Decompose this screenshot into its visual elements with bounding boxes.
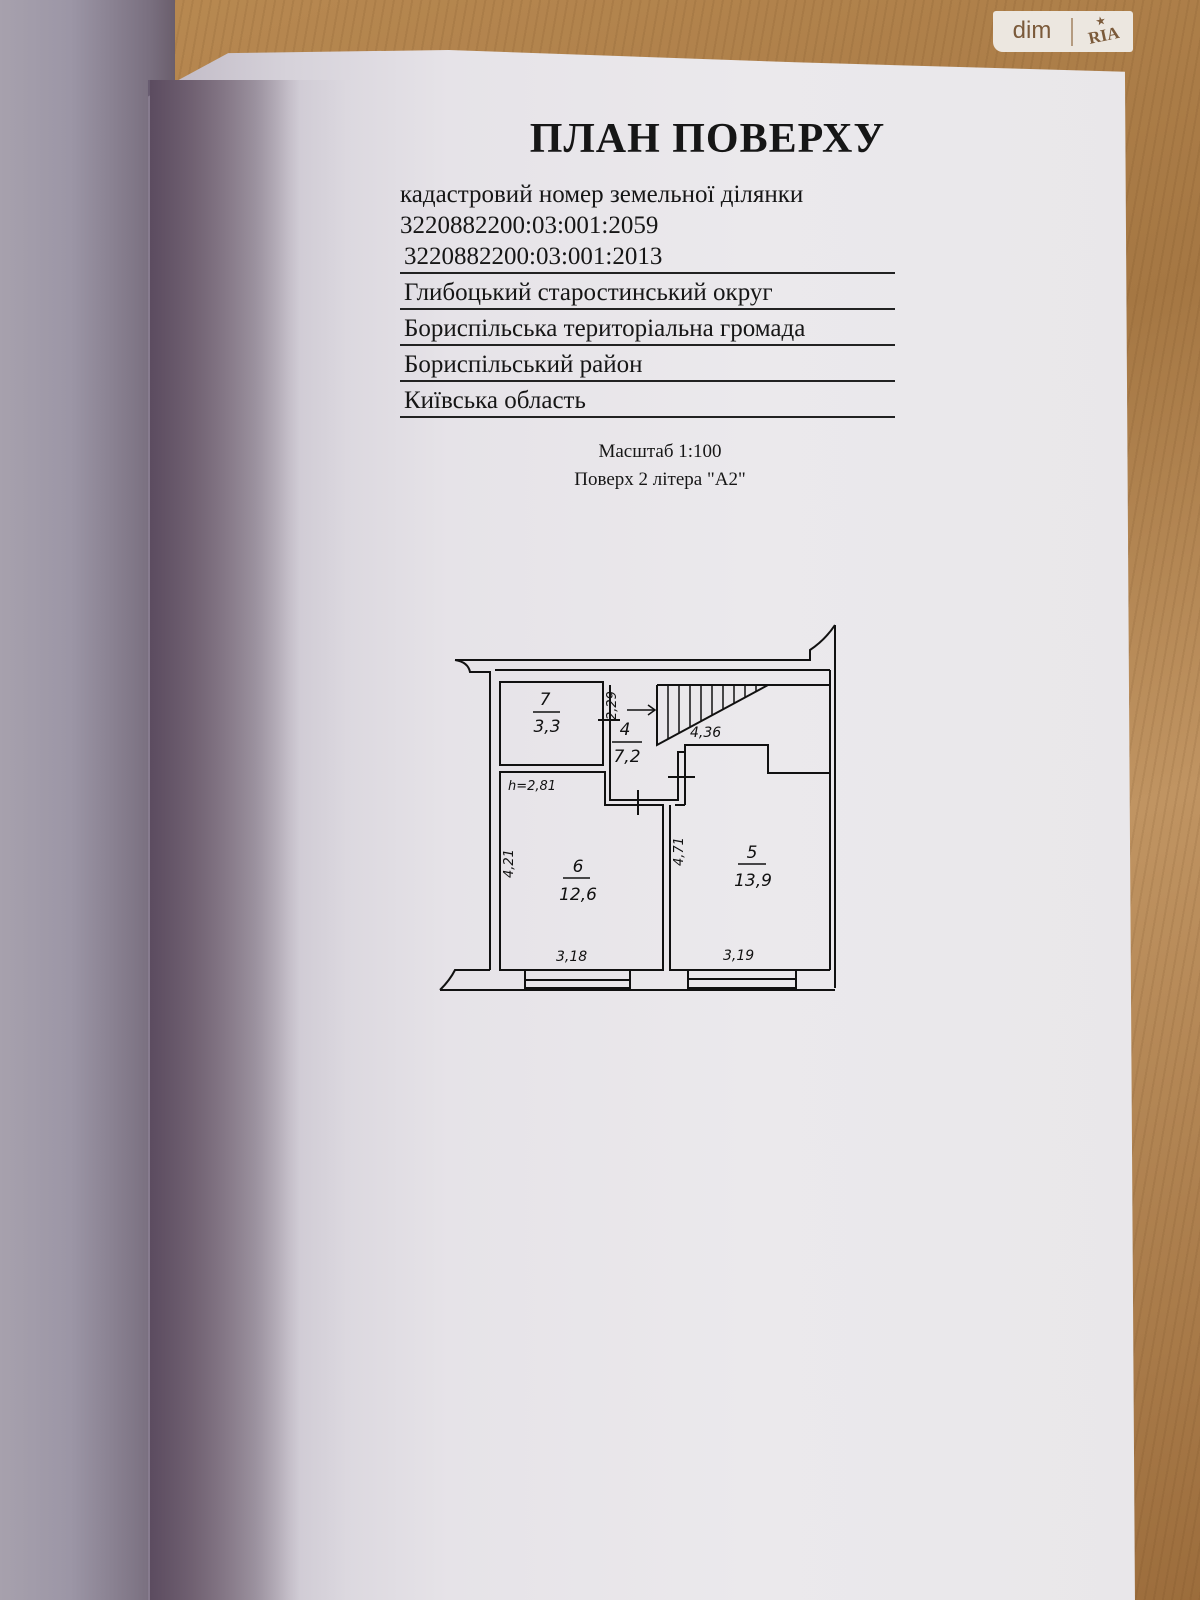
address-community: Бориспільська територіальна громада: [400, 314, 895, 346]
address-district: Глибоцький старостинський округ: [400, 278, 895, 310]
page-title: ПЛАН ПОВЕРХУ: [529, 116, 886, 162]
room-4-area: 7,2: [613, 747, 640, 767]
watermark-dim-text: dim: [993, 17, 1073, 46]
room-5-number: 5: [747, 843, 758, 863]
room-5-area: 13,9: [734, 871, 772, 891]
dim-ria-watermark: dim ★ RIA: [993, 11, 1133, 52]
cadastral-label: кадастровий номер земельної ділянки: [400, 181, 804, 208]
room-6-number: 6: [573, 857, 584, 877]
room-4-number: 4: [620, 720, 631, 740]
address-oblast: Київська область: [400, 386, 895, 418]
dimension-corridor-width: 2,29: [605, 691, 620, 720]
scale-label: Масштаб 1:100: [598, 441, 722, 462]
cadastral-number-1: 3220882200:03:001:2059: [400, 212, 659, 239]
dimension-room5-depth: 4,71: [672, 837, 687, 866]
plan-walls: [439, 624, 836, 991]
room-7-number: 7: [540, 690, 551, 710]
cadastral-number-2: 3220882200:03:001:2013: [400, 242, 895, 274]
ceiling-height-label: h=2,81: [508, 779, 556, 794]
floor-label: Поверх 2 літера "А2": [574, 469, 746, 490]
left-page: [0, 0, 175, 1600]
dimension-room6-width: 3,18: [556, 949, 587, 965]
watermark-ria-text: ★ RIA: [1071, 12, 1136, 52]
address-raion: Бориспільський район: [400, 350, 895, 382]
room-labels: 7 3,3 4 7,2 6 12,6 5 13,9 h=2,81 2,29 4,…: [502, 690, 772, 965]
spine-shadow: [150, 80, 300, 1600]
dimension-room6-depth: 4,21: [502, 849, 517, 878]
document-header: ПЛАН ПОВЕРХУ кадастровий номер земельної…: [400, 115, 895, 422]
room-6-area: 12,6: [559, 885, 597, 905]
floor-plan-diagram: 7 3,3 4 7,2 6 12,6 5 13,9 h=2,81 2,29 4,…: [439, 624, 836, 991]
room-7-area: 3,3: [533, 717, 560, 737]
stair-arrow-icon: [627, 704, 657, 716]
dimension-stair-length: 4,36: [690, 725, 721, 741]
stair-hatching: [667, 685, 757, 739]
scale-info: Масштаб 1:100 Поверх 2 літера "А2": [540, 438, 780, 494]
dimension-room5-width: 3,19: [723, 948, 754, 964]
